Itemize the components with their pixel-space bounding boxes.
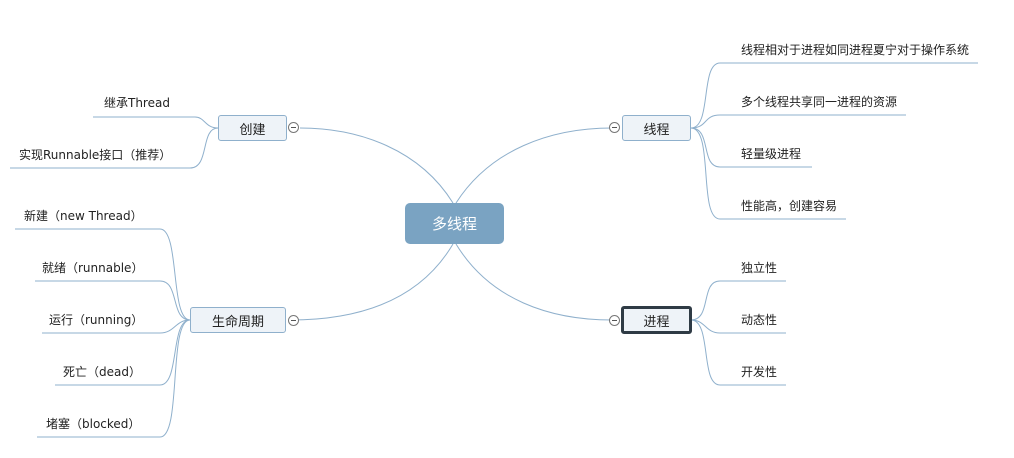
topic-process[interactable]: 进程 <box>621 306 692 334</box>
connector-central-create <box>299 127 454 204</box>
collapse-toggle-lifecycle[interactable] <box>288 315 299 326</box>
connector-create-leaf-1 <box>194 116 219 129</box>
connector-thread-leaf-1 <box>690 62 721 129</box>
connector-central-process <box>455 243 613 321</box>
topic-lifecycle-label: 生命周期 <box>211 314 264 330</box>
leaf-process-dynamic[interactable]: 动态性 <box>741 313 778 327</box>
topic-thread-label: 线程 <box>643 122 670 138</box>
leaf-process-open[interactable]: 开发性 <box>741 365 778 379</box>
connector-create-leaf-2 <box>189 127 219 169</box>
topic-process-label: 进程 <box>643 314 670 330</box>
leaf-lifecycle-running[interactable]: 运行（running） <box>49 313 144 327</box>
leaf-lifecycle-runnable[interactable]: 就绪（runnable） <box>42 261 144 275</box>
connector-thread-leaf-4 <box>690 127 721 220</box>
topic-create[interactable]: 创建 <box>218 115 287 141</box>
leaf-thread-shared-resources[interactable]: 多个线程共享同一进程的资源 <box>741 95 898 109</box>
connector-central-thread <box>455 127 613 204</box>
connector-lifecycle-leaf-2 <box>159 280 191 321</box>
central-topic[interactable]: 多线程 <box>405 203 504 244</box>
connector-lifecycle-leaf-4 <box>159 319 191 386</box>
topic-create-label: 创建 <box>239 122 266 138</box>
leaf-thread-performance[interactable]: 性能高，创建容易 <box>741 199 838 213</box>
leaf-thread-relation[interactable]: 线程相对于进程如同进程夏宁对于操作系统 <box>741 43 970 57</box>
connector-process-leaf-3 <box>690 319 721 386</box>
leaf-create-implement-runnable[interactable]: 实现Runnable接口（推荐） <box>19 148 172 162</box>
connector-process-leaf-1 <box>690 280 721 321</box>
leaf-lifecycle-blocked[interactable]: 堵塞（blocked） <box>46 417 141 431</box>
connector-lifecycle-leaf-5 <box>159 319 191 438</box>
topic-lifecycle[interactable]: 生命周期 <box>190 307 286 333</box>
connector-thread-leaf-3 <box>690 127 721 168</box>
collapse-toggle-thread[interactable] <box>609 122 620 133</box>
collapse-toggle-process[interactable] <box>609 315 620 326</box>
leaf-thread-lightweight[interactable]: 轻量级进程 <box>741 147 802 161</box>
collapse-toggle-create[interactable] <box>288 122 299 133</box>
connector-central-lifecycle <box>289 243 454 321</box>
connector-thread-leaf-2 <box>690 114 721 129</box>
topic-thread[interactable]: 线程 <box>622 115 691 141</box>
leaf-create-extend-thread[interactable]: 继承Thread <box>104 96 170 110</box>
leaf-process-independence[interactable]: 独立性 <box>741 261 778 275</box>
leaf-lifecycle-new[interactable]: 新建（new Thread） <box>24 209 143 223</box>
connector-process-leaf-2 <box>690 319 721 334</box>
central-topic-label: 多线程 <box>431 215 477 233</box>
connector-lifecycle-leaf-1 <box>159 228 191 321</box>
leaf-lifecycle-dead[interactable]: 死亡（dead） <box>63 365 141 379</box>
